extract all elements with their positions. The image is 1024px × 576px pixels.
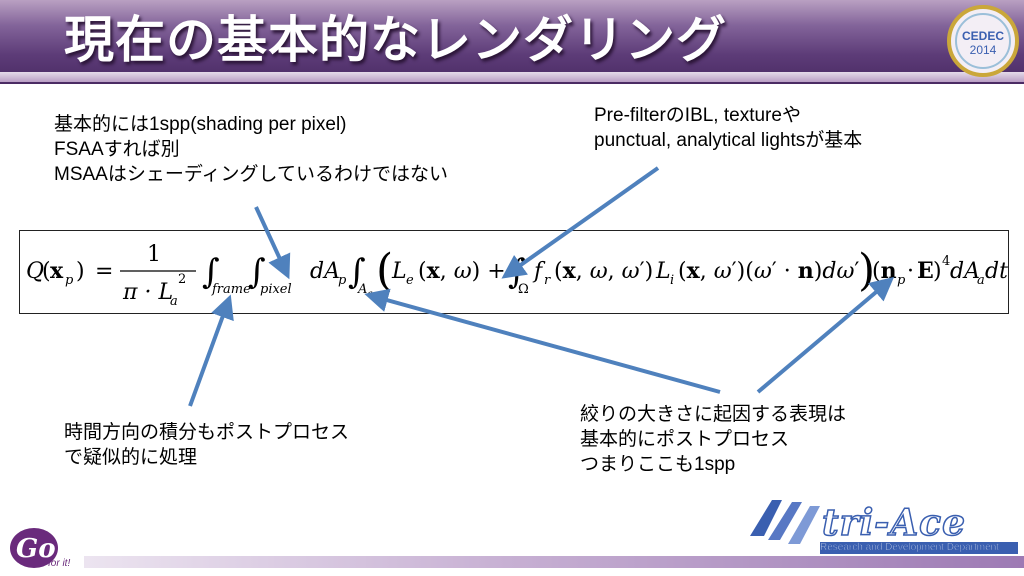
note-line: FSAAすれば別 bbox=[54, 139, 180, 160]
cedec-logo-year: 2014 bbox=[970, 43, 997, 57]
eq-int-pixel-label: pixel bbox=[260, 282, 292, 297]
eq-dA: dA bbox=[310, 259, 340, 284]
eq-dt: dt bbox=[985, 259, 1008, 284]
arrow-to-pixel-integral bbox=[254, 206, 291, 280]
tri-ace-logo-icon bbox=[750, 500, 1018, 554]
eq-Q: Q bbox=[26, 259, 44, 284]
eq-fr-args: (x, ω, ω′) bbox=[554, 258, 653, 284]
title-header-bar bbox=[0, 0, 1024, 84]
arrow-to-light-integral bbox=[501, 166, 660, 279]
eq-integral-aperture: ∫ bbox=[348, 252, 366, 292]
eq-dA-sub-p: p bbox=[338, 273, 347, 288]
eq-Le: L bbox=[391, 259, 407, 284]
rendering-equation: Q ( x p ) = 1 π · L a 2 ∫ frame ∫ pixel … bbox=[26, 242, 1008, 309]
cedec-logo-text: CEDEC bbox=[962, 29, 1004, 43]
arrow-to-cos4-term bbox=[756, 276, 895, 394]
eq-Le-args: (x, ω) + bbox=[418, 258, 506, 284]
eq-numerator: 1 bbox=[147, 242, 161, 267]
eq-sub-i: i bbox=[670, 273, 674, 288]
note-line: 基本的には1spp(shading per pixel) bbox=[54, 114, 347, 135]
eq-x: x bbox=[50, 258, 64, 284]
eq-paren-close: ) bbox=[76, 259, 85, 284]
eq-sub-r: r bbox=[544, 273, 551, 288]
eq-int-frame-label: frame bbox=[211, 282, 251, 297]
eq-E: E bbox=[917, 258, 934, 284]
arrow-to-aperture-integral bbox=[364, 288, 721, 394]
slide-title: 現在の基本的なレンダリング bbox=[64, 11, 727, 69]
eq-Li: L bbox=[655, 259, 671, 284]
go-for-it-logo-icon: Go for it! bbox=[10, 528, 70, 569]
footer-gradient-line bbox=[84, 556, 1024, 568]
note-line: 基本的にポストプロセス bbox=[580, 429, 790, 450]
note-line: 時間方向の積分もポストプロセス bbox=[64, 422, 350, 443]
note-bottom-right: 絞りの大きさに起因する表現は 基本的にポストプロセス つまりここも1spp bbox=[580, 402, 846, 477]
go-logo-text: Go bbox=[16, 534, 56, 564]
note-line: Pre-filterのIBL, textureや bbox=[594, 105, 801, 126]
eq-dAa: dA bbox=[950, 259, 980, 284]
arrow-to-frame-integral bbox=[188, 294, 234, 407]
tri-ace-logo-text: tri-Ace bbox=[821, 501, 966, 545]
eq-sup-2: 2 bbox=[178, 272, 186, 287]
eq-int-A: A bbox=[357, 282, 367, 297]
eq-sub-p: p bbox=[65, 273, 74, 288]
eq-paren-open: ( bbox=[42, 259, 51, 284]
tri-ace-logo-subtitle: Research and Development Department bbox=[820, 542, 1000, 554]
eq-pi-L: π · L bbox=[122, 280, 173, 305]
note-line: つまりここも1spp bbox=[580, 454, 736, 475]
eq-dAa-sub: a bbox=[977, 273, 985, 288]
note-bottom-left: 時間方向の積分もポストプロセス で疑似的に処理 bbox=[64, 420, 349, 470]
eq-np-sub-p: p bbox=[897, 273, 906, 288]
eq-int-Omega: Ω bbox=[518, 282, 529, 297]
note-line: で疑似的に処理 bbox=[64, 447, 198, 468]
note-line: MSAAはシェーディングしているわけではない bbox=[54, 164, 448, 185]
note-top-left: 基本的には1spp(shading per pixel) FSAAすれば別 MS… bbox=[54, 112, 448, 187]
eq-sup-4: 4 bbox=[942, 254, 950, 269]
header-band bbox=[0, 72, 1024, 82]
eq-integral-pixel: ∫ bbox=[248, 252, 266, 292]
eq-equals: = bbox=[95, 259, 113, 284]
note-line: 絞りの大きさに起因する表現は bbox=[580, 404, 847, 425]
cedec-logo-icon: CEDEC 2014 bbox=[947, 5, 1019, 77]
eq-sub-e: e bbox=[406, 273, 414, 288]
go-logo-sub: for it! bbox=[48, 558, 70, 569]
eq-Li-args: (x, ω′)(ω′ · n)dω′ bbox=[678, 258, 859, 284]
eq-dot: · bbox=[907, 259, 914, 284]
eq-integral-frame: ∫ bbox=[202, 252, 220, 292]
note-line: punctual, analytical lightsが基本 bbox=[594, 130, 863, 151]
note-top-right: Pre-filterのIBL, textureや punctual, analy… bbox=[594, 103, 862, 153]
eq-big-paren-open: ( bbox=[376, 245, 393, 296]
eq-sub-a: a bbox=[170, 294, 178, 309]
eq-E-paren: ) bbox=[933, 259, 942, 284]
